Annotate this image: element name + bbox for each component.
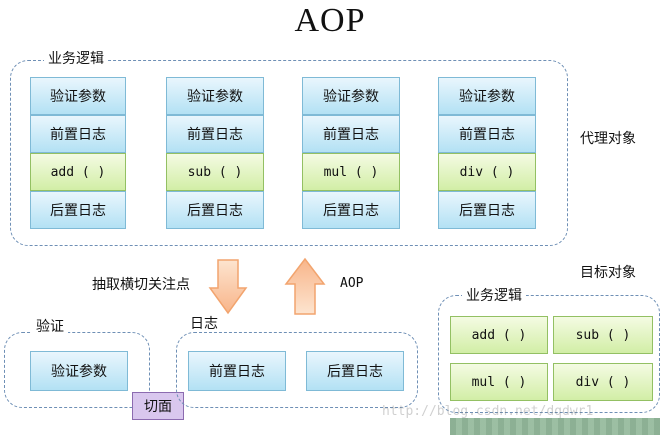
pre-log-cell: 前置日志 [188, 351, 286, 391]
method-div-cell: div ( ) [438, 153, 536, 191]
method-mul-cell: mul ( ) [302, 153, 400, 191]
aop-up-arrow [284, 257, 326, 315]
log-aspect-group [176, 332, 418, 408]
target-method-div-cell: div ( ) [553, 363, 653, 401]
decorative-strip [450, 418, 660, 435]
log-group-label: 日志 [186, 316, 222, 332]
method-add-cell: add ( ) [30, 153, 126, 191]
post-log-cell: 后置日志 [30, 191, 126, 229]
extract-crosscutting-label: 抽取横切关注点 [92, 277, 190, 293]
pre-log-cell: 前置日志 [302, 115, 400, 153]
target-object-label: 目标对象 [580, 265, 636, 281]
validation-aspect-group [4, 332, 150, 408]
diagram-title: AOP [294, 2, 366, 39]
validate-param-cell: 验证参数 [30, 77, 126, 115]
proxy-object-label: 代理对象 [580, 131, 636, 147]
target-method-mul-cell: mul ( ) [450, 363, 548, 401]
aop-arrow-label: AOP [340, 276, 364, 291]
validate-param-cell: 验证参数 [30, 351, 128, 391]
pre-log-cell: 前置日志 [166, 115, 264, 153]
method-sub-cell: sub ( ) [166, 153, 264, 191]
post-log-cell: 后置日志 [302, 191, 400, 229]
validation-group-label: 验证 [32, 319, 68, 335]
proxy-business-group [10, 60, 568, 246]
target-business-group-label: 业务逻辑 [462, 288, 526, 304]
post-log-cell: 后置日志 [166, 191, 264, 229]
watermark-text: http://blog.csdn.net/dqdwr1 [382, 404, 594, 419]
pre-log-cell: 前置日志 [30, 115, 126, 153]
target-method-sub-cell: sub ( ) [553, 316, 653, 354]
aspect-label: 切面 [132, 392, 184, 420]
validate-param-cell: 验证参数 [438, 77, 536, 115]
extract-down-arrow [208, 259, 248, 315]
pre-log-cell: 前置日志 [438, 115, 536, 153]
validate-param-cell: 验证参数 [302, 77, 400, 115]
validate-param-cell: 验证参数 [166, 77, 264, 115]
target-method-add-cell: add ( ) [450, 316, 548, 354]
proxy-business-group-label: 业务逻辑 [44, 51, 108, 67]
post-log-cell: 后置日志 [438, 191, 536, 229]
post-log-cell: 后置日志 [306, 351, 404, 391]
